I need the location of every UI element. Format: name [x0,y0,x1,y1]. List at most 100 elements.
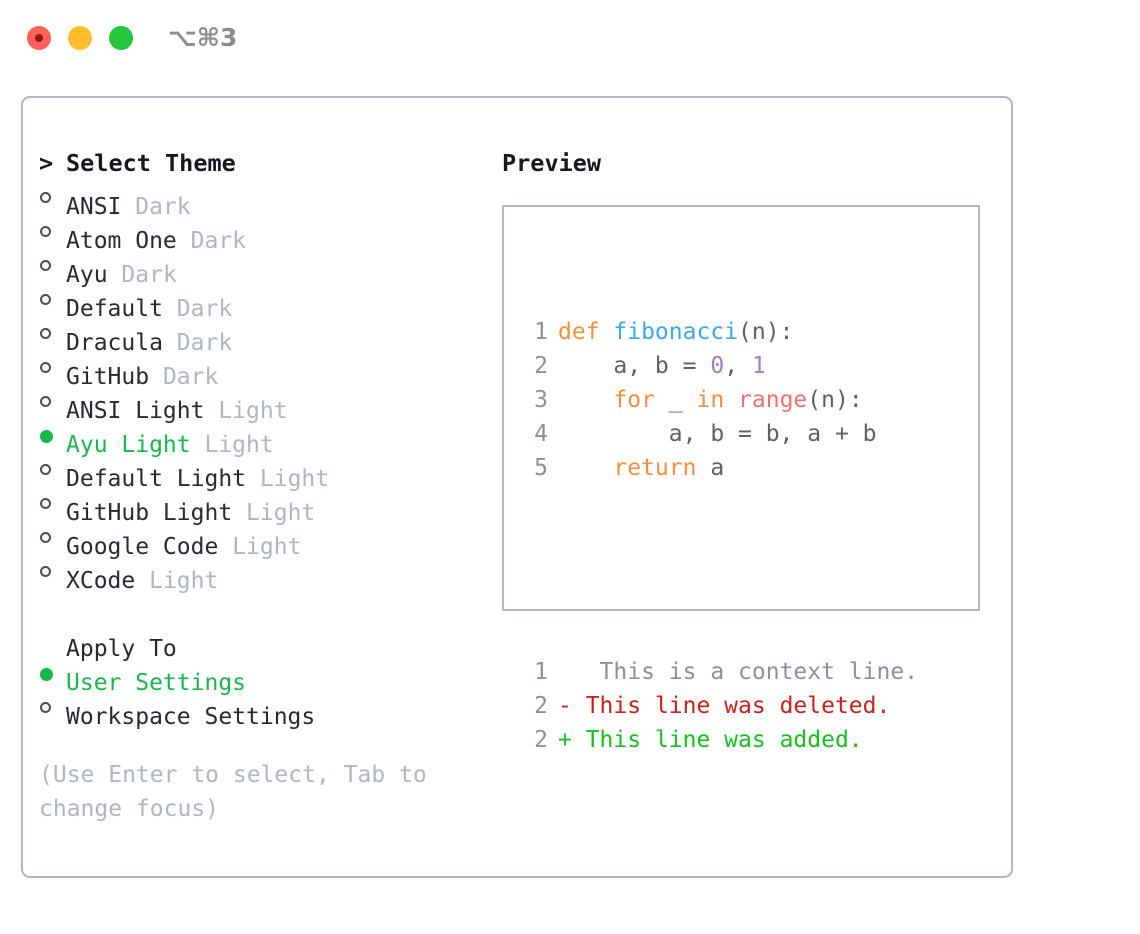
label-gap [135,564,149,598]
theme-list-item[interactable]: Default Light Light [39,452,489,492]
code-token: 0 [710,353,725,379]
keyboard-shortcut-label: ⌥⌘3 [168,23,238,52]
code-token: for [613,387,655,413]
maximize-button[interactable] [109,26,133,50]
diff-sign: - [558,693,572,719]
apply-to-item[interactable]: User Settings [39,656,489,696]
code-line-number: 4 [534,421,548,447]
radio-unselected-icon[interactable] [39,316,66,350]
radio-unselected-icon[interactable] [39,452,66,486]
theme-list-item[interactable]: ANSI Light Light [39,384,489,424]
theme-list-item[interactable]: ANSI Dark [39,180,489,220]
radio-unselected-icon[interactable] [39,384,66,418]
theme-list-item[interactable]: Ayu Dark [39,248,489,288]
label-gap [232,496,246,530]
diff-text: This is a context line. [571,659,919,685]
diff-sign [558,659,572,685]
code-token: (n): [738,319,794,345]
code-token: a, b = [558,353,711,379]
radio-glyph [40,668,53,681]
theme-list-item[interactable]: XCode Light [39,554,489,594]
diff-sign: + [558,727,572,753]
theme-variant-badge: Dark [190,228,247,254]
radio-glyph [40,566,51,577]
radio-unselected-icon[interactable] [39,690,66,724]
radio-unselected-icon[interactable] [39,520,66,554]
radio-selected-icon[interactable] [39,418,66,452]
select-theme-title: Select Theme [66,149,236,177]
code-token: a, b = b, a + b [558,421,877,447]
theme-name: Dracula [66,330,163,356]
radio-unselected-icon[interactable] [39,180,66,214]
theme-list-item[interactable]: Google Code Light [39,520,489,560]
diff-line-number: 2 [534,727,548,753]
diff-line: 2 + This line was added. [524,723,918,757]
code-line-number: 1 [534,319,548,345]
radio-unselected-icon[interactable] [39,486,66,520]
theme-variant-badge: Dark [176,330,233,356]
code-token: range [738,387,808,413]
radio-unselected-icon[interactable] [39,350,66,384]
diff-line-number: 2 [534,693,548,719]
radio-glyph [40,260,51,271]
theme-variant-badge: Dark [135,194,191,220]
theme-list-item[interactable]: Default Dark [39,282,489,322]
close-button[interactable] [27,26,51,50]
theme-list-item[interactable]: Ayu Light Light [39,418,489,458]
radio-unselected-icon[interactable] [39,554,66,588]
theme-name: Google Code [66,534,219,560]
radio-glyph [40,464,51,475]
theme-variant-badge: Light [232,534,302,560]
apply-to-item[interactable]: Workspace Settings [39,690,489,730]
code-token: (n): [807,387,863,413]
radio-unselected-icon[interactable] [39,282,66,316]
radio-glyph [40,498,51,509]
theme-name: GitHub Light [66,500,233,526]
window-controls [27,26,133,50]
theme-name: ANSI [66,194,122,220]
theme-name: Default [66,296,163,322]
theme-list-item[interactable]: Atom One Dark [39,214,489,254]
theme-list-item[interactable]: GitHub Light Light [39,486,489,526]
select-theme-header: > Select Theme [39,146,489,180]
theme-name: Default Light [66,466,247,492]
label-gap [218,530,232,564]
code-gap [524,553,918,587]
diff-line-number: 1 [534,659,548,685]
diff-line: 2- This line was deleted. [524,689,918,723]
theme-name: XCode [66,568,136,594]
apply-to-title: Apply To [66,636,177,662]
radio-selected-icon[interactable] [39,656,66,690]
diff-text: This line was added. [571,727,863,753]
apply-to-indent [39,622,66,656]
radio-unselected-icon[interactable] [39,214,66,248]
theme-name: Atom One [66,228,177,254]
code-token: _ [654,387,697,413]
theme-list-item[interactable]: Dracula Dark [39,316,489,356]
radio-unselected-icon[interactable] [39,248,66,282]
theme-list-item[interactable]: GitHub Dark [39,350,489,390]
caret-icon: > [39,149,54,177]
radio-glyph [40,396,51,407]
theme-name: Ayu [66,262,108,288]
code-line: 4 a, b = b, a + b [524,417,918,451]
code-token: 1 [751,353,766,379]
theme-variant-badge: Dark [176,296,233,322]
code-token: def [558,319,614,345]
diff-block: 1 This is a context line. 2- This line wa… [524,655,918,757]
radio-glyph [40,294,51,305]
code-token: a [696,455,725,481]
code-token: , [724,353,752,379]
label-gap [108,258,122,292]
label-gap [246,462,260,496]
minimize-button[interactable] [68,26,92,50]
label-gap [163,292,177,326]
code-line: 2 a, b = 0, 1 [524,349,918,383]
radio-glyph [40,702,51,713]
